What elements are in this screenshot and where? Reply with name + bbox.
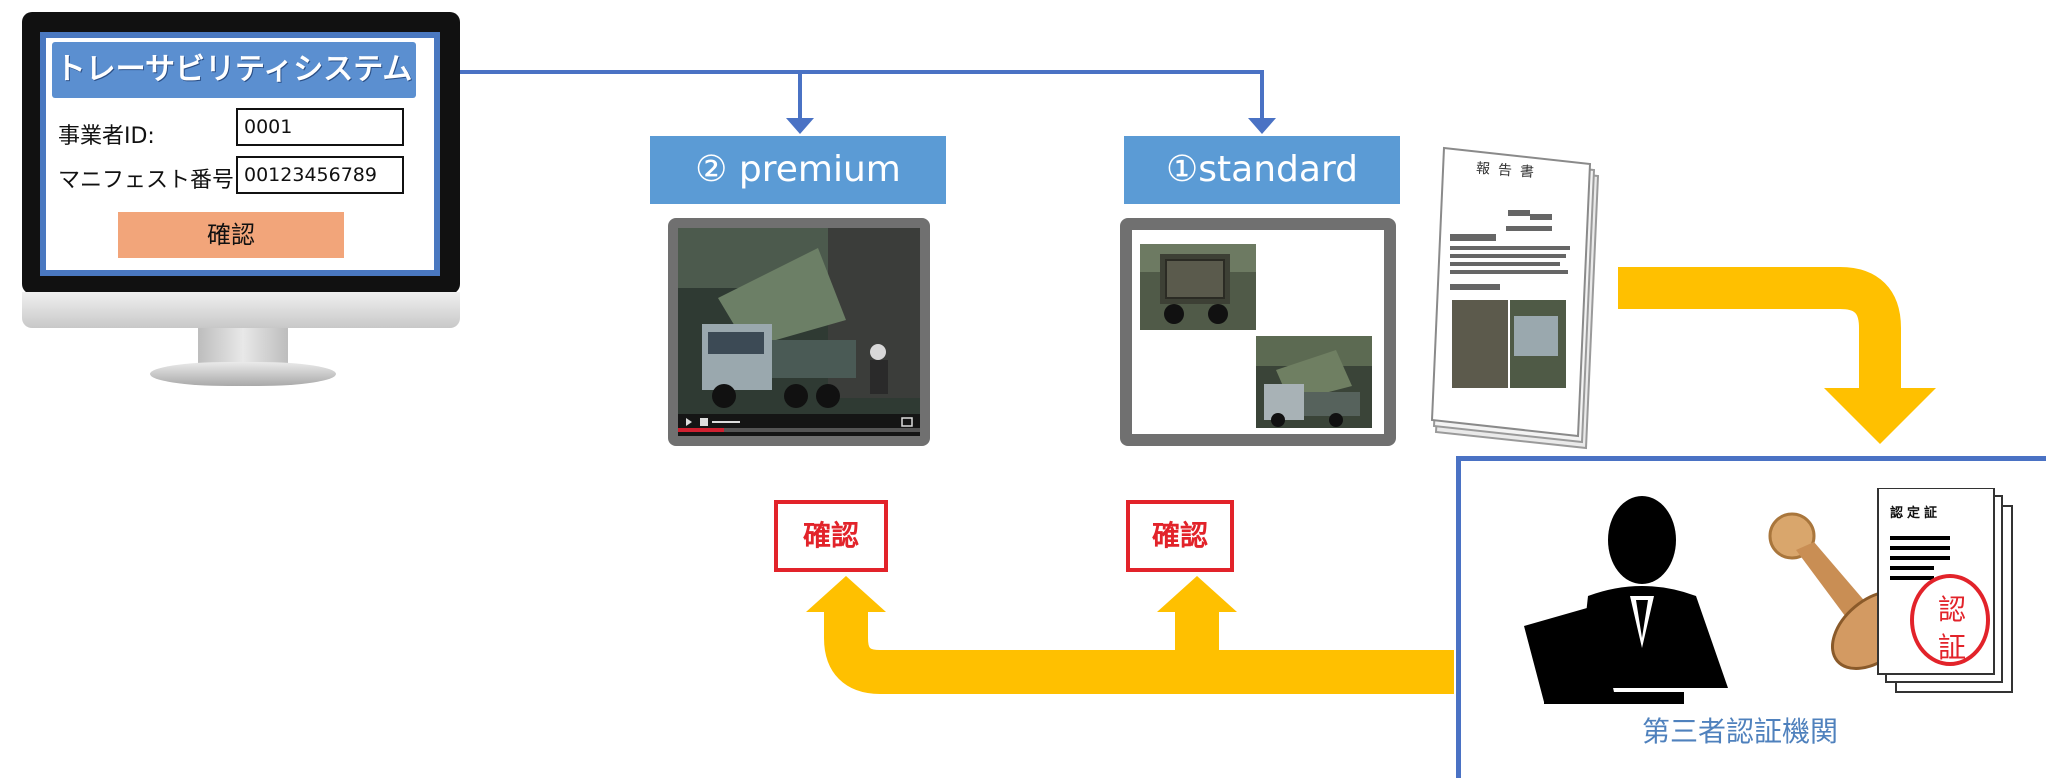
report-document <box>1430 146 1600 450</box>
standard-tier-header: ①standard <box>1124 136 1400 204</box>
standard-confirm-stamp: 確認 <box>1126 500 1234 572</box>
system-to-tiers-connector <box>460 70 1264 120</box>
seal-text-top: 認 <box>1938 593 1967 626</box>
play-icon <box>686 418 692 426</box>
approval-seal <box>1910 574 1990 666</box>
operator-id-field[interactable]: 0001 <box>236 108 404 146</box>
volume-icon <box>700 418 708 426</box>
fullscreen-icon <box>901 417 913 427</box>
video-control-bar <box>678 414 920 436</box>
arrowhead-to-premium <box>786 118 814 134</box>
photo-truck-side[interactable] <box>1256 336 1372 428</box>
laptop-icon <box>1524 606 1614 702</box>
monitor-stand <box>198 328 288 364</box>
photo-truck-rear[interactable] <box>1140 244 1256 330</box>
monitor-base <box>150 362 336 386</box>
businessman-icon <box>1524 496 1728 704</box>
certificate-title: 認定証 <box>1890 506 1942 521</box>
premium-tier-header: ② premium <box>650 136 946 204</box>
certificate-icon <box>1877 488 2013 693</box>
monitor-chin <box>22 292 460 328</box>
video-progress <box>678 428 724 432</box>
system-title: トレーサビリティシステム <box>52 42 416 98</box>
certifier-to-stamps-arrow <box>806 576 1454 694</box>
operator-id-label: 事業者ID: <box>58 124 155 149</box>
arrowhead-to-standard <box>1248 118 1276 134</box>
manifest-field[interactable]: 00123456789 <box>236 156 404 194</box>
certifier-label: 第三者認証機関 <box>1642 715 1839 748</box>
worker-figure <box>870 344 886 360</box>
truck-dump-bed <box>718 248 846 348</box>
manifest-label: マニフェスト番号: <box>58 168 242 193</box>
report-to-certifier-arrow <box>1618 267 1936 444</box>
premium-video-thumbnail[interactable] <box>678 228 920 436</box>
confirm-button[interactable]: 確認 <box>118 212 344 258</box>
premium-confirm-stamp: 確認 <box>774 500 888 572</box>
seal-text-bottom: 証 <box>1938 631 1967 664</box>
